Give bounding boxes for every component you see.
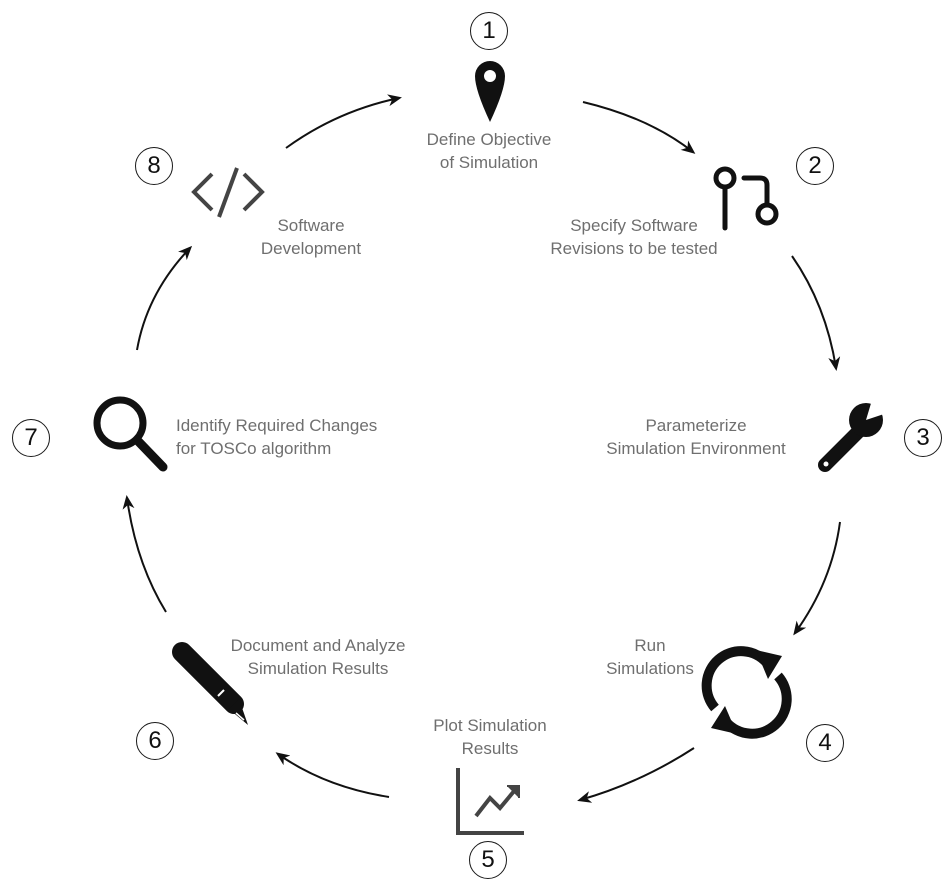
step-7-label: Identify Required Changes for TOSCo algo… bbox=[176, 414, 422, 460]
arrow-4-to-5 bbox=[577, 747, 695, 803]
refresh-icon bbox=[701, 646, 792, 739]
map-pin-icon bbox=[475, 61, 505, 122]
step-6-label: Document and Analyze Simulation Results bbox=[208, 634, 428, 680]
step-3-label: Parameterize Simulation Environment bbox=[580, 414, 812, 460]
arrow-5-to-6 bbox=[275, 752, 390, 798]
step-1-number: 1 bbox=[470, 12, 508, 50]
step-4-label: Run Simulations bbox=[590, 634, 710, 680]
step-2-label: Specify Software Revisions to be tested bbox=[524, 214, 744, 260]
arrow-3-to-4 bbox=[793, 521, 841, 636]
arrow-2-to-3 bbox=[791, 255, 841, 371]
step-2-label-line-1: Specify Software bbox=[570, 216, 698, 235]
step-8-label-line-2: Development bbox=[260, 239, 362, 258]
step-4-label-line-2: Simulations bbox=[606, 659, 694, 678]
step-1-label-line-1: Define Objective bbox=[426, 130, 552, 149]
step-4-label-line-1: Run bbox=[634, 636, 666, 655]
step-5-label-line-1: Plot Simulation bbox=[433, 716, 547, 735]
step-7-label-line-2: for TOSCo algorithm bbox=[176, 439, 332, 458]
pencil-icon bbox=[172, 642, 248, 725]
step-3-label-line-1: Parameterize bbox=[645, 416, 747, 435]
arrow-7-to-8 bbox=[136, 245, 193, 351]
step-1-label-line-2: of Simulation bbox=[439, 153, 539, 172]
step-3-label-line-2: Simulation Environment bbox=[606, 439, 786, 458]
step-5-label: Plot Simulation Results bbox=[410, 714, 570, 760]
step-8-label-line-1: Software bbox=[277, 216, 345, 235]
arrow-1-to-2 bbox=[582, 101, 696, 154]
arrow-8-to-1 bbox=[285, 94, 402, 149]
wrench-icon bbox=[818, 398, 890, 472]
step-6-label-line-2: Simulation Results bbox=[247, 659, 389, 678]
step-2-number: 2 bbox=[796, 147, 834, 185]
step-7-label-line-1: Identify Required Changes bbox=[176, 416, 378, 435]
step-2-label-line-2: Revisions to be tested bbox=[550, 239, 718, 258]
git-branch-icon bbox=[713, 166, 779, 231]
step-6-number: 6 bbox=[136, 722, 174, 760]
step-8-label: Software Development bbox=[246, 214, 376, 260]
step-3-number: 3 bbox=[904, 419, 942, 457]
arrow-6-to-7 bbox=[122, 495, 167, 613]
code-icon bbox=[191, 167, 265, 218]
search-icon bbox=[93, 396, 168, 472]
step-5-label-line-2: Results bbox=[461, 739, 519, 758]
cycle-arrows bbox=[122, 94, 841, 803]
chart-line-icon bbox=[456, 768, 524, 835]
step-5-number: 5 bbox=[469, 841, 507, 879]
step-4-number: 4 bbox=[806, 724, 844, 762]
step-8-number: 8 bbox=[135, 147, 173, 185]
step-7-number: 7 bbox=[12, 419, 50, 457]
step-6-label-line-1: Document and Analyze bbox=[230, 636, 406, 655]
step-1-label: Define Objective of Simulation bbox=[404, 128, 574, 174]
